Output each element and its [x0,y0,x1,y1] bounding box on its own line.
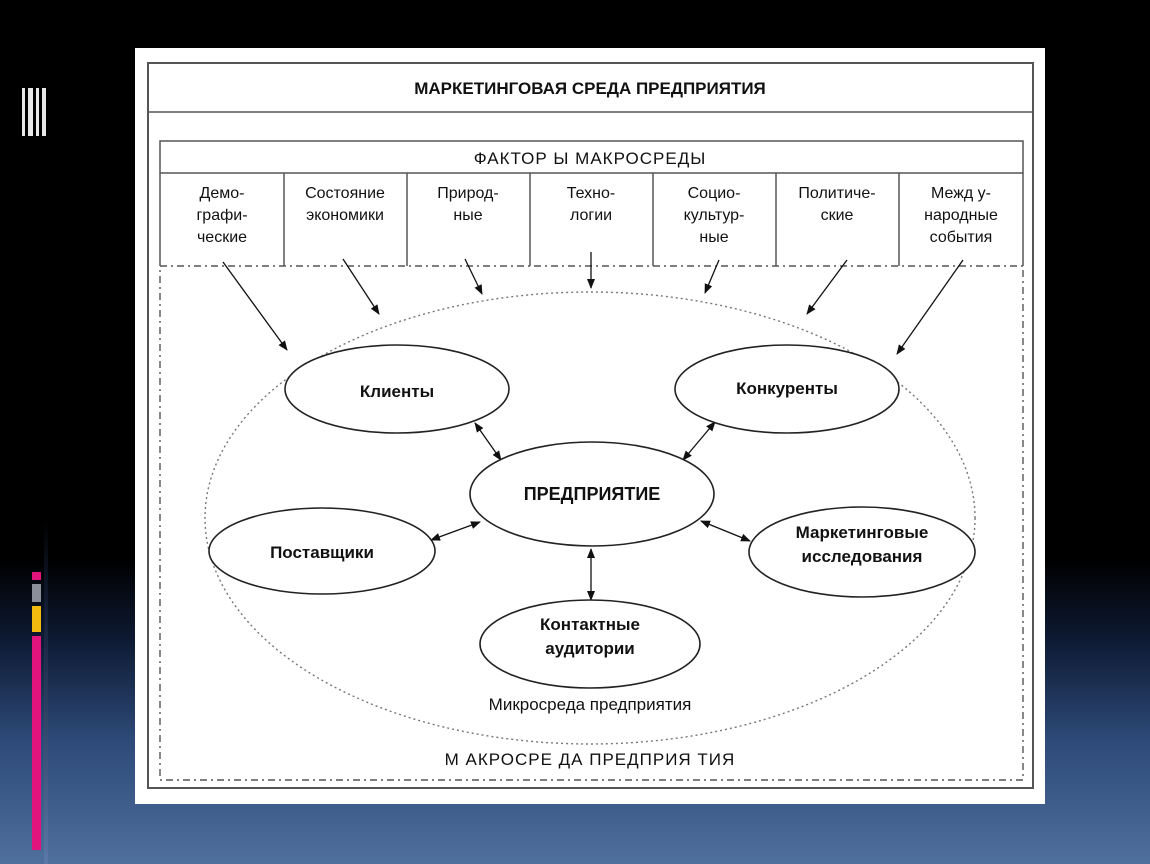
factor-label: Социо- [688,185,741,202]
marketing-environment-diagram: МАРКЕТИНГОВАЯ СРЕДА ПРЕДПРИЯТИЯ ФАКТОР Ы… [147,62,1034,789]
macro-factor-arrows [222,252,964,355]
accent-bar-yellow [32,606,41,632]
factor-label: Межд у- [931,185,991,202]
node-label: Конкуренты [736,379,838,398]
factor-label: Природ- [437,185,498,202]
node-label: Маркетинговые [796,523,929,542]
node-competitors [674,344,900,434]
node-label: Клиенты [360,382,434,401]
accent-bar-pink-long [32,636,41,850]
factor-label: ные [699,229,728,246]
node-label: аудитории [545,639,635,658]
slide-left-strip [44,0,48,864]
factor-label: Демо- [200,185,245,202]
micro-environment-boundary [204,291,976,745]
node-label: исследования [802,547,923,566]
decorative-bars-icon [22,88,48,136]
factor-label: ческие [197,229,247,246]
diagram-title: МАРКЕТИНГОВАЯ СРЕДА ПРЕДПРИЯТИЯ [414,79,766,98]
factor-label: Состояние [305,185,385,202]
factor-labels: Демо-графи-ческие Состояние экономики Приро… [196,185,998,246]
factor-label: культур- [684,207,745,224]
factor-label: графи- [196,207,247,224]
macro-factors-header: ФАКТОР Ы МАКРОСРЕДЫ [474,149,707,168]
factor-label: Политиче- [798,185,875,202]
node-label: ПРЕДПРИЯТИЕ [524,484,661,504]
node-enterprise [469,441,715,547]
factor-label: Техно- [567,185,615,202]
outer-frame [147,62,1034,789]
micro-environment-label: Микросреда предприятия [489,695,692,714]
macro-environment-label: М АКРОСРЕ ДА ПРЕДПРИЯ ТИЯ [445,750,736,769]
figure-panel: МАРКЕТИНГОВАЯ СРЕДА ПРЕДПРИЯТИЯ ФАКТОР Ы… [135,48,1045,804]
factor-label: логии [570,207,612,224]
micro-connector-arrows [430,421,751,601]
factor-label: экономики [306,207,384,224]
node-audiences [479,599,701,689]
factor-label: ные [453,207,482,224]
factor-label: события [930,229,993,246]
node-label: Поставщики [270,543,374,562]
factor-cells [159,173,1024,266]
factor-label: народные [924,207,998,224]
node-suppliers [208,507,436,595]
node-label: Контактные [540,615,640,634]
accent-bar-gray [32,584,41,602]
node-research [748,506,976,598]
node-clients [284,344,510,434]
accent-bar-pink [32,572,41,580]
macro-factors-header-box [159,140,1024,174]
factor-label: ские [821,207,854,224]
